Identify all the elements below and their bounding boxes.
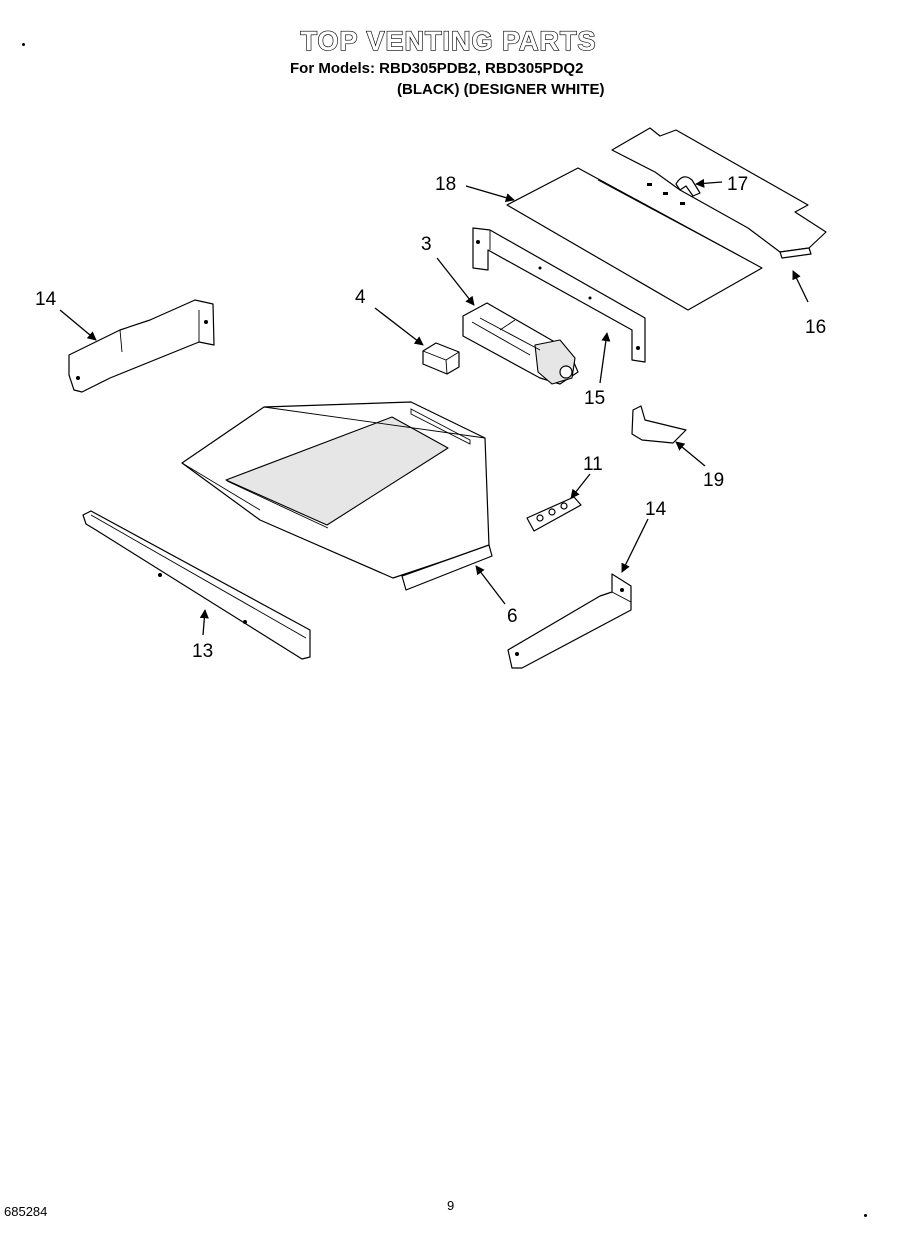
part-3-blower-assembly (462, 302, 579, 385)
callout-16: 16 (805, 317, 826, 338)
scan-mark (22, 43, 25, 46)
leader-4 (374, 307, 424, 346)
callout-15: 15 (584, 388, 605, 409)
part-11-terminal-block (526, 496, 582, 532)
leader-13 (199, 609, 209, 636)
leader-3 (436, 257, 475, 306)
callout-3: 3 (421, 234, 432, 255)
callout-14-left: 14 (35, 289, 57, 310)
part-13-rail (82, 510, 311, 660)
color-variants-line: (BLACK) (DESIGNER WHITE) (397, 81, 605, 98)
callout-11: 11 (583, 454, 603, 475)
leader-14b (621, 518, 649, 573)
part-14-side-bracket-left (68, 299, 215, 393)
callout-19: 19 (703, 470, 724, 491)
scan-mark (864, 1214, 867, 1217)
leader-19 (675, 441, 706, 467)
leader-6 (475, 565, 506, 605)
callout-18: 18 (435, 174, 456, 195)
part-6-vent-duct (181, 401, 493, 591)
leader-16 (792, 270, 809, 303)
page-number: 9 (447, 1198, 455, 1213)
callout-6: 6 (507, 606, 518, 627)
leader-11 (570, 473, 591, 499)
leader-15 (599, 332, 611, 384)
leader-14a (59, 309, 97, 341)
callout-14-right: 14 (645, 499, 667, 520)
part-17-clip (675, 176, 701, 197)
leader-17 (695, 178, 723, 188)
part-15-angle-bracket (472, 227, 646, 363)
callout-17: 17 (727, 174, 748, 195)
callout-4: 4 (355, 287, 366, 308)
part-19-bracket (631, 405, 687, 444)
document-code: 685284 (4, 1204, 48, 1219)
page-title: TOP VENTING PARTS (300, 25, 597, 56)
models-line: For Models: RBD305PDB2, RBD305PDQ2 (290, 60, 584, 77)
part-14-side-bracket-right (507, 573, 632, 669)
callout-13: 13 (192, 641, 213, 662)
part-4-block (422, 342, 460, 375)
part-18-cover-sheet (506, 167, 763, 311)
leader-18 (465, 185, 515, 203)
